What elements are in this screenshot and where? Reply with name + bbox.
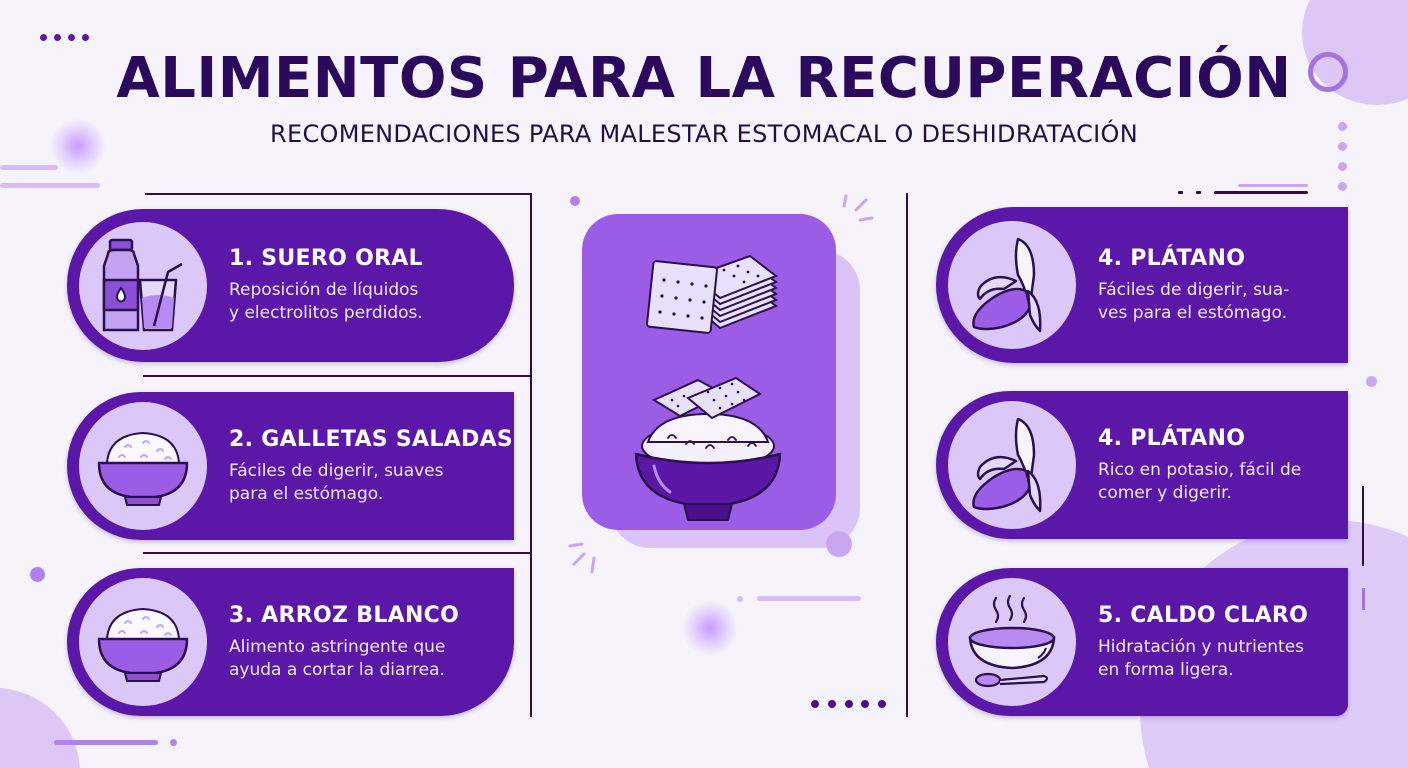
connector-line-bottom-left [143,552,531,554]
decor-vline-right-light [1362,588,1365,610]
decor-glow-left [50,118,106,174]
decor-bar-right-dark [1214,191,1308,194]
icon-circle [79,402,207,530]
rice-bowl-icon [97,607,189,682]
decor-sparkle-top-right [842,194,874,222]
icon-circle [79,578,207,706]
decor-dot-bottom-left [170,739,177,746]
decor-dash-1 [1178,191,1183,194]
rice-bowl-with-crackers-icon [634,376,782,521]
decor-blob-bottom-left [0,688,80,768]
page-title: ALIMENTOS PARA LA RECUPERACIÓN [116,46,1292,111]
card-title: 1. SUERO ORAL [229,246,423,271]
decor-bar-right-light [1238,184,1308,187]
decor-dot-center-bottom [737,596,743,602]
center-panel [582,214,836,530]
food-card-platano-1: 4. PLÁTANO Fáciles de digerir, sua- ves … [936,207,1348,363]
decor-bar-left-2 [0,183,100,188]
decor-dot-center-top [570,196,580,206]
food-card-galletas-saladas: 2. GALLETAS SALADAS Fáciles de digerir, … [67,392,514,540]
decor-dot-panel-corner [826,531,852,557]
card-description: Rico en potasio, fácil de comer y digeri… [1098,459,1302,503]
rice-bowl-icon [97,431,189,506]
decor-ring-icon [1308,52,1348,92]
decor-vline-right [1362,486,1364,566]
food-card-platano-2: 4. PLÁTANO Rico en potasio, fácil de com… [936,391,1348,539]
bottle-and-glass-icon [102,238,183,331]
soup-bowl-icon [968,594,1056,688]
icon-circle [79,221,207,350]
card-title: 2. GALLETAS SALADAS [229,426,514,452]
decor-glow-center [682,600,738,656]
banana-icon [972,237,1042,333]
icon-circle [948,578,1076,706]
icon-circle [948,221,1076,349]
card-description: Hidratación y nutrientes en forma ligera… [1098,636,1305,680]
card-title: 3. ARROZ BLANCO [229,602,460,628]
card-title: 4. PLÁTANO [1098,425,1246,451]
card-description: Alimento astringente que ayuda a cortar … [229,636,446,680]
connector-vline-left [530,193,532,717]
card-title: 4. PLÁTANO [1098,245,1246,271]
card-description: Reposición de líquidos y electrolitos pe… [229,280,423,323]
decor-dot-right-mid [1366,376,1377,387]
food-card-arroz-blanco: 3. ARROZ BLANCO Alimento astringente que… [67,568,514,716]
crackers-stack-icon [646,254,779,334]
decor-dot-left-mid [30,567,45,582]
card-description: Fáciles de digerir, suaves para el estóm… [229,460,444,504]
connector-line-top-left [145,193,531,195]
icon-circle [948,401,1076,529]
decor-bar-bottom-left [54,740,158,745]
page-subtitle: RECOMENDACIONES PARA MALESTAR ESTOMACAL … [270,120,1138,148]
food-card-caldo-claro: 5. CALDO CLARO Hidratación y nutrientes … [936,568,1348,716]
food-card-suero-oral: 1. SUERO ORAL Reposición de líquidos y e… [67,209,514,362]
decor-bar-center-bottom [757,596,861,601]
connector-line-mid-left [143,375,531,377]
connector-vline-right [906,193,908,717]
decor-bar-left-1 [0,165,58,170]
card-description: Fáciles de digerir, sua- ves para el est… [1098,279,1290,323]
decor-sparkle-bottom-left [568,542,596,574]
decor-dash-2 [1196,191,1201,194]
card-title: 5. CALDO CLARO [1098,602,1309,628]
banana-icon [972,417,1042,513]
